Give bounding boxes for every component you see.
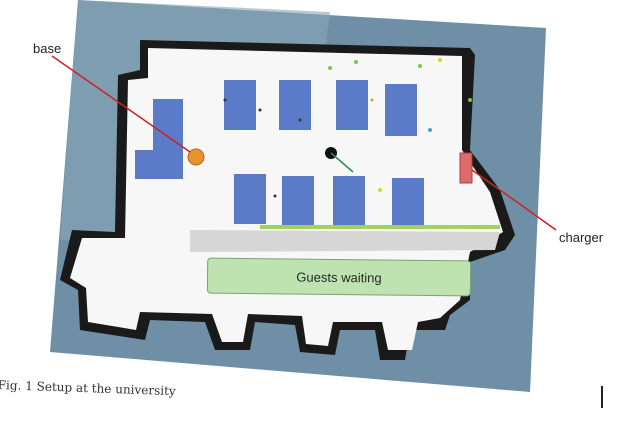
guests-waiting-button[interactable]: Guests waiting [206,257,472,297]
table-l [135,150,183,179]
charger-label: charger [559,230,604,245]
table [234,174,266,224]
table [392,178,424,228]
base-label: base [33,41,62,56]
table [385,84,417,136]
sensor-points [223,58,500,229]
charger-annotation-line [471,169,557,231]
guests-waiting-label: Guests waiting [296,269,382,285]
table [333,176,365,226]
base-annotation-line [51,55,191,153]
base-marker [187,148,205,166]
table [336,80,368,130]
table [279,80,311,130]
table [282,176,314,226]
robot-heading [330,152,354,173]
tables [135,80,424,228]
map-corridor [190,230,500,252]
table [224,80,256,130]
text-cursor-icon [601,386,603,408]
charger-marker [459,152,473,184]
